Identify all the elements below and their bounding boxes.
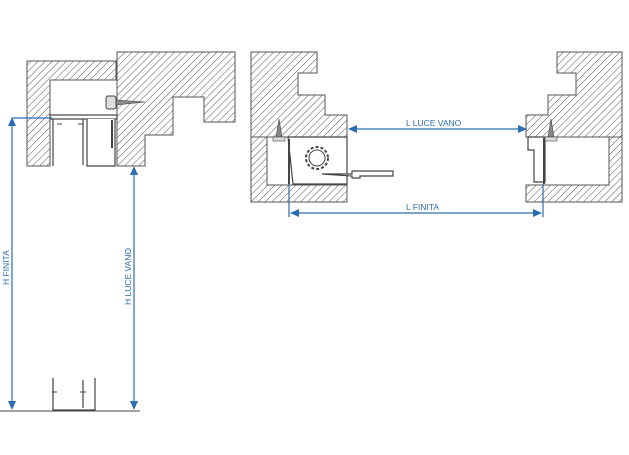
frame-profile-right [527,136,546,184]
dimension-h-luce-vano: H LUCE VANO [123,166,138,410]
frame-profile-bottom [52,378,96,411]
h-finita-label: H FINITA [1,250,11,285]
frame-profile-top [49,114,118,167]
wall-lintel-section [116,51,236,167]
wall-jamb-right [525,51,623,138]
vertical-section: H FINITA H LUCE VANO [0,51,236,412]
h-luce-vano-label: H LUCE VANO [123,248,133,305]
horizontal-section: L LUCE VANO L FINITA [250,51,623,217]
dimension-h-finita: H FINITA [1,117,52,410]
wall-jamb-right-lower [525,136,623,203]
wall-jamb-left-lower [250,136,348,203]
wall-jamb-left [250,51,348,138]
wall-left-section [26,60,117,167]
dimension-l-luce-vano: L LUCE VANO [348,118,527,133]
screw-icon [105,95,146,110]
dimension-l-finita: L FINITA [288,184,544,217]
l-finita-label: L FINITA [406,202,439,212]
frame-profile-left [287,136,394,185]
screw-icon [544,118,558,142]
screw-icon [272,118,286,142]
l-luce-vano-label: L LUCE VANO [406,118,462,128]
